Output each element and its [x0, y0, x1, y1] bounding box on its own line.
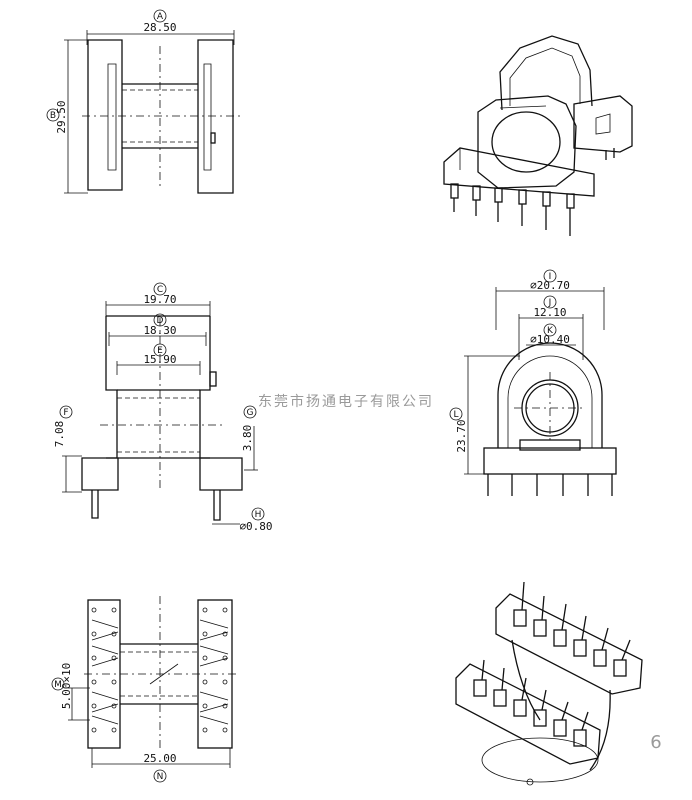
dim-c-value: 19.70: [143, 293, 176, 306]
front-view: A 28.50 B 29.50: [46, 9, 240, 194]
isometric-view-top: [443, 35, 633, 236]
dim-f-marker: F: [63, 408, 68, 418]
dim-g-marker: G: [247, 408, 254, 418]
dim-h-value: ⌀0.80: [239, 520, 272, 533]
company-watermark: 东莞市扬通电子有限公司: [258, 393, 434, 410]
dim-j-value: 12.10: [533, 306, 566, 319]
rear-strip-pins: [513, 581, 631, 677]
dim-h-marker: H: [255, 510, 262, 520]
dim-i-marker: I: [549, 272, 552, 282]
dim-k-value: ⌀10.40: [530, 333, 570, 346]
isometric-view-bottom: [455, 581, 643, 786]
dim-i-value: ⌀20.70: [530, 279, 570, 292]
page-number: 6: [650, 732, 661, 753]
dim-n-value: 25.00: [143, 752, 176, 765]
pin-row: [450, 183, 575, 236]
front-strip-pins: [473, 659, 589, 747]
dim-k-marker: K: [547, 326, 554, 336]
dim-e-marker: E: [157, 346, 163, 356]
dim-g-value: 3.80: [241, 425, 254, 452]
dim-n-marker: N: [157, 772, 164, 782]
dim-c-marker: C: [157, 285, 163, 295]
dim-b-marker: B: [50, 111, 56, 121]
dim-m-value: 5.00×10: [60, 663, 73, 709]
dim-l-value: 23.70: [455, 419, 468, 452]
side-view: C 19.70 D 18.30 E 15.90: [53, 282, 273, 533]
end-view: I ⌀20.70 J 12.10 K ⌀10.40: [449, 269, 617, 496]
bottom-view-pin-holes: [91, 607, 228, 733]
dim-a-marker: A: [157, 12, 164, 22]
dim-f-value: 7.08: [53, 421, 66, 448]
dim-b-value: 29.50: [55, 100, 68, 133]
dim-j-marker: J: [548, 298, 552, 308]
dim-l-marker: L: [453, 410, 458, 420]
dim-m-marker: M: [54, 680, 62, 690]
bottom-view: M 5.00×10 25.00 N: [51, 596, 238, 783]
end-view-pins: [487, 474, 613, 496]
dim-a-value: 28.50: [143, 21, 176, 34]
